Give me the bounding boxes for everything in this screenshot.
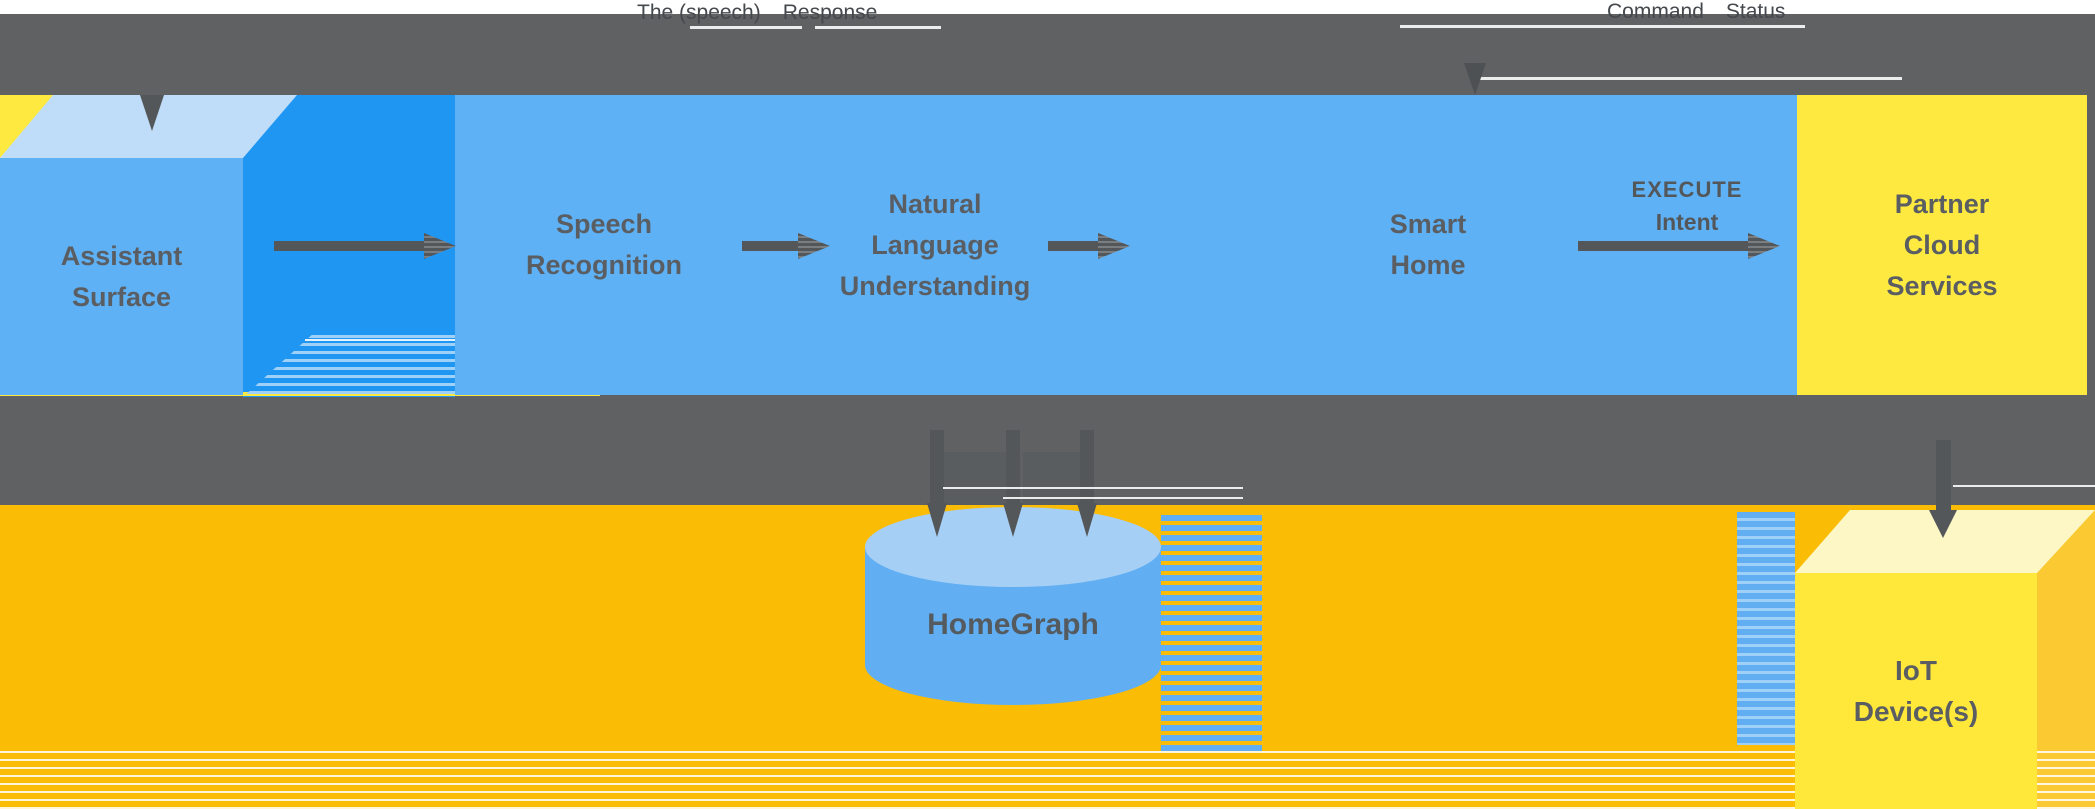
speech-response-caption: The (speech) Response <box>637 1 877 25</box>
homegraph-label: HomeGraph <box>927 608 1099 641</box>
homegraph-arrow-silhouette <box>941 452 1011 505</box>
top-band-glitch-line <box>1480 77 1902 80</box>
command-status-caption: Command Status <box>1607 0 1785 24</box>
assistant-surface-label: Assistant <box>60 240 183 271</box>
partner-cloud-label: Partner <box>1894 188 1990 219</box>
nlu-label: Language <box>871 229 999 260</box>
iot-device-label: IoT <box>1895 655 1937 686</box>
blue-stripe-glitch-line <box>305 339 455 341</box>
assistant-surface-node: Assistant Surface <box>0 158 243 395</box>
top-band-glitch-line <box>815 26 941 29</box>
top-band-glitch-line <box>1400 25 1805 28</box>
nlu-label: Natural <box>888 188 982 219</box>
iot-device-node: IoT Device(s) <box>1795 573 2037 809</box>
status-caption-text: Status <box>1725 0 1786 23</box>
speech-recognition-label: Recognition <box>526 250 682 280</box>
homegraph-arrow-shaft <box>1080 430 1094 505</box>
assistant-surface-label: Surface <box>71 281 172 312</box>
middle-band-glitch-line <box>1953 485 2095 487</box>
smart-home-label: Home <box>1390 250 1466 280</box>
speech-recognition-node: Speech Recognition <box>504 95 704 395</box>
arrow-speech-to-nlu <box>742 241 798 251</box>
smart-home-node: Smart Home <box>1348 95 1508 395</box>
middle-band-glitch-line <box>1003 497 1243 499</box>
execute-intent-caption: EXECUTE Intent <box>1597 173 1777 239</box>
right-edge-gray-strip <box>2087 93 2095 395</box>
bottom-stripe-glitch <box>0 745 2095 809</box>
iot-arrow-shaft <box>1936 440 1951 512</box>
command-caption-text: Command <box>1607 0 1704 23</box>
response-caption-text: Response <box>782 1 878 24</box>
top-band-glitch-line <box>560 5 644 8</box>
arrow-smarthome-to-partner <box>1578 241 1748 251</box>
blue-stripe-glitch <box>1737 512 1795 745</box>
arrow-assistant-to-speech <box>274 241 424 251</box>
iot-device-label: Device(s) <box>1853 696 1979 727</box>
partner-cloud-label: Services <box>1886 270 1998 301</box>
partner-cloud-label: Cloud <box>1903 229 1981 260</box>
speech-recognition-label: Speech <box>555 209 653 239</box>
homegraph-arrow-shaft <box>930 430 944 505</box>
intent-caption-text: Intent <box>1655 209 1719 235</box>
speech-caption-text: The (speech) <box>637 1 761 24</box>
middle-band-glitch-line <box>943 487 1243 489</box>
homegraph-node: HomeGraph <box>865 595 1161 655</box>
arrow-nlu-to-smarthome <box>1048 241 1098 251</box>
homegraph-arrow-shaft <box>1006 430 1020 505</box>
blue-stripe-glitch <box>1161 515 1262 755</box>
partner-cloud-node: Partner Cloud Services <box>1797 95 2087 395</box>
top-band-glitch-line <box>690 26 802 29</box>
smart-home-label: Smart <box>1389 209 1467 239</box>
nlu-node: Natural Language Understanding <box>810 95 1060 395</box>
nlu-label: Understanding <box>839 270 1031 301</box>
execute-caption-text: EXECUTE <box>1631 177 1743 202</box>
